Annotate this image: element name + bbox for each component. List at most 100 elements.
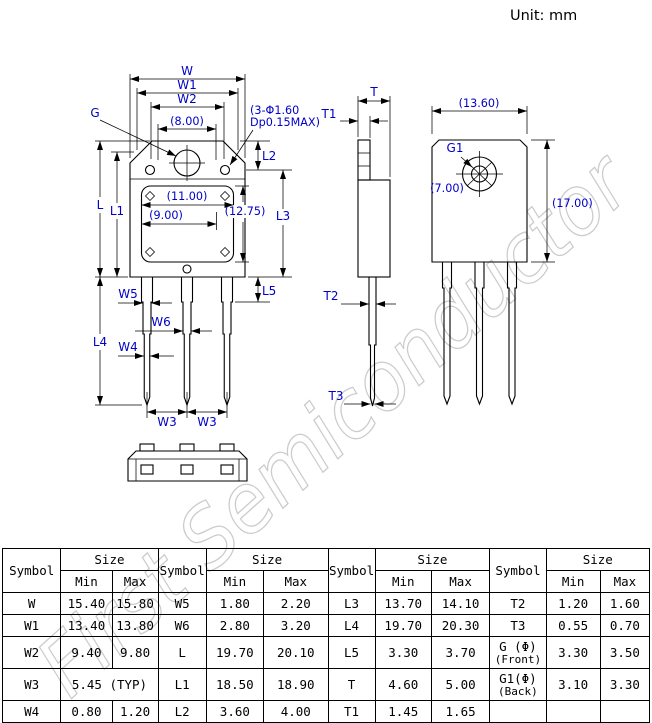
header-max: Max bbox=[599, 570, 651, 593]
lead-section bbox=[140, 464, 154, 475]
side-body-outline bbox=[357, 179, 391, 278]
max-cell: 20.10 bbox=[263, 636, 329, 669]
small-hole-left bbox=[144, 164, 156, 176]
min-cell: 19.70 bbox=[205, 636, 265, 669]
min-cell: 2.80 bbox=[205, 614, 265, 637]
hole-note-line1: (3-Φ1.60 bbox=[250, 104, 299, 117]
symbol-cell: W4 bbox=[1, 700, 62, 723]
min-cell: 19.70 bbox=[374, 614, 432, 637]
front-view bbox=[129, 140, 246, 407]
symbol-cell: W6 bbox=[157, 614, 207, 637]
table-subheader-row: Min Max Min Max Min Max Min Max bbox=[3, 570, 651, 593]
min-cell: 1.80 bbox=[205, 592, 265, 615]
dim-label-g: G bbox=[90, 106, 99, 120]
max-cell: 5.00 bbox=[430, 668, 491, 701]
dim-label-l3: L3 bbox=[276, 209, 290, 223]
min-cell: 4.60 bbox=[374, 668, 432, 701]
table-row: W2 9.40 9.80 L 19.70 20.10 L5 3.30 3.70 … bbox=[1, 636, 651, 669]
max-cell: 15.80 bbox=[111, 592, 159, 615]
max-cell: 3.70 bbox=[430, 636, 491, 669]
symbol-cell: W bbox=[1, 592, 62, 615]
header-min: Min bbox=[205, 570, 265, 593]
symbol-cell: W1 bbox=[1, 614, 62, 637]
header-symbol: Symbol bbox=[1, 548, 62, 593]
unit-label: Unit: mm bbox=[510, 8, 577, 24]
symbol-cell bbox=[489, 700, 547, 723]
dim-label-t1: T1 bbox=[321, 107, 337, 121]
min-cell: 1.45 bbox=[374, 700, 432, 723]
symbol-cell: T1 bbox=[327, 700, 376, 723]
bottom-body-outline bbox=[127, 450, 248, 482]
max-cell bbox=[599, 700, 651, 723]
symbol-line2: (Front) bbox=[494, 653, 542, 666]
header-size: Size bbox=[374, 548, 491, 571]
dim-label-back-hole: (7.00) bbox=[430, 182, 464, 195]
back-view bbox=[431, 139, 528, 406]
hole-note-line2: Dp0.15MAX) bbox=[250, 116, 320, 129]
table-row: W4 0.80 1.20 L2 3.60 4.00 T1 1.45 1.65 bbox=[1, 700, 651, 723]
max-cell: 3.30 bbox=[599, 668, 651, 701]
min-cell bbox=[545, 700, 601, 723]
max-cell: 4.00 bbox=[263, 700, 329, 723]
back-leads bbox=[441, 262, 518, 406]
dim-label-l1: L1 bbox=[110, 204, 124, 218]
min-cell: 13.40 bbox=[60, 614, 113, 637]
header-max: Max bbox=[430, 570, 491, 593]
symbol-cell: T bbox=[327, 668, 376, 701]
table-row: W1 13.40 13.80 W6 2.80 3.20 L4 19.70 20.… bbox=[1, 614, 651, 637]
side-tab-outline bbox=[357, 139, 371, 181]
dimension-table: Symbol Size Symbol Size Symbol Size Symb… bbox=[1, 548, 651, 723]
symbol-cell: L3 bbox=[327, 592, 376, 615]
symbol-cell: W3 bbox=[1, 668, 62, 701]
max-cell: 13.80 bbox=[111, 614, 159, 637]
symbol-cell: T3 bbox=[489, 614, 547, 637]
ejector-pin-marks bbox=[144, 190, 231, 258]
symbol-line2: (Back) bbox=[498, 685, 538, 698]
header-symbol: Symbol bbox=[327, 548, 376, 593]
dim-label-w5: W5 bbox=[118, 287, 138, 301]
table-row: W3 5.45 (TYP) L1 18.50 18.90 T 4.60 5.00… bbox=[1, 668, 651, 701]
header-symbol: Symbol bbox=[489, 548, 547, 593]
min-cell: 18.50 bbox=[205, 668, 265, 701]
symbol-line1: G (Φ) bbox=[499, 639, 537, 654]
side-lead bbox=[368, 277, 377, 407]
symbol-cell: L4 bbox=[327, 614, 376, 637]
dim-label-w6: W6 bbox=[151, 315, 171, 329]
header-min: Min bbox=[545, 570, 601, 593]
dim-label-hole-pitch: (8.00) bbox=[170, 115, 204, 128]
back-dimensions: (13.60) G1 (7.00) (17.00) bbox=[430, 97, 593, 263]
back-body-outline bbox=[431, 139, 528, 263]
dim-label-w2: W2 bbox=[177, 92, 197, 106]
dim-label-back-width: (13.60) bbox=[459, 97, 500, 110]
max-cell: 3.50 bbox=[599, 636, 651, 669]
dim-label-w3-right: W3 bbox=[197, 415, 217, 429]
symbol-cell: G1(Φ) (Back) bbox=[489, 668, 547, 701]
max-cell: 18.90 bbox=[263, 668, 329, 701]
max-cell: 0.70 bbox=[599, 614, 651, 637]
front-dimensions: W W1 W2 (8.00) G (3-Φ1.60 Dp0.15MAX) L L… bbox=[90, 64, 320, 429]
max-cell: 1.20 bbox=[111, 700, 159, 723]
symbol-cell: T2 bbox=[489, 592, 547, 615]
symbol-cell: L bbox=[157, 636, 207, 669]
header-size: Size bbox=[60, 548, 159, 571]
symbol-cell: W2 bbox=[1, 636, 62, 669]
min-cell: 0.55 bbox=[545, 614, 601, 637]
min-cell: 0.80 bbox=[60, 700, 113, 723]
dim-label-w3-left: W3 bbox=[157, 415, 177, 429]
symbol-line1: G1(Φ) bbox=[499, 671, 537, 686]
symbol-cell: L2 bbox=[157, 700, 207, 723]
small-hole-right bbox=[219, 164, 231, 176]
min-cell: 3.30 bbox=[374, 636, 432, 669]
table-row: W 15.40 15.80 W5 1.80 2.20 L3 13.70 14.1… bbox=[1, 592, 651, 615]
typ-cell: 5.45 (TYP) bbox=[60, 668, 159, 701]
header-max: Max bbox=[111, 570, 159, 593]
max-cell: 14.10 bbox=[430, 592, 491, 615]
lead-section bbox=[180, 464, 194, 475]
symbol-cell: L1 bbox=[157, 668, 207, 701]
front-body-outline bbox=[129, 140, 246, 278]
symbol-cell: L5 bbox=[327, 636, 376, 669]
symbol-cell: G (Φ) (Front) bbox=[489, 636, 547, 669]
dim-label-t3: T3 bbox=[328, 389, 344, 403]
dim-label-inner-width: (11.00) bbox=[167, 190, 208, 203]
header-min: Min bbox=[60, 570, 113, 593]
